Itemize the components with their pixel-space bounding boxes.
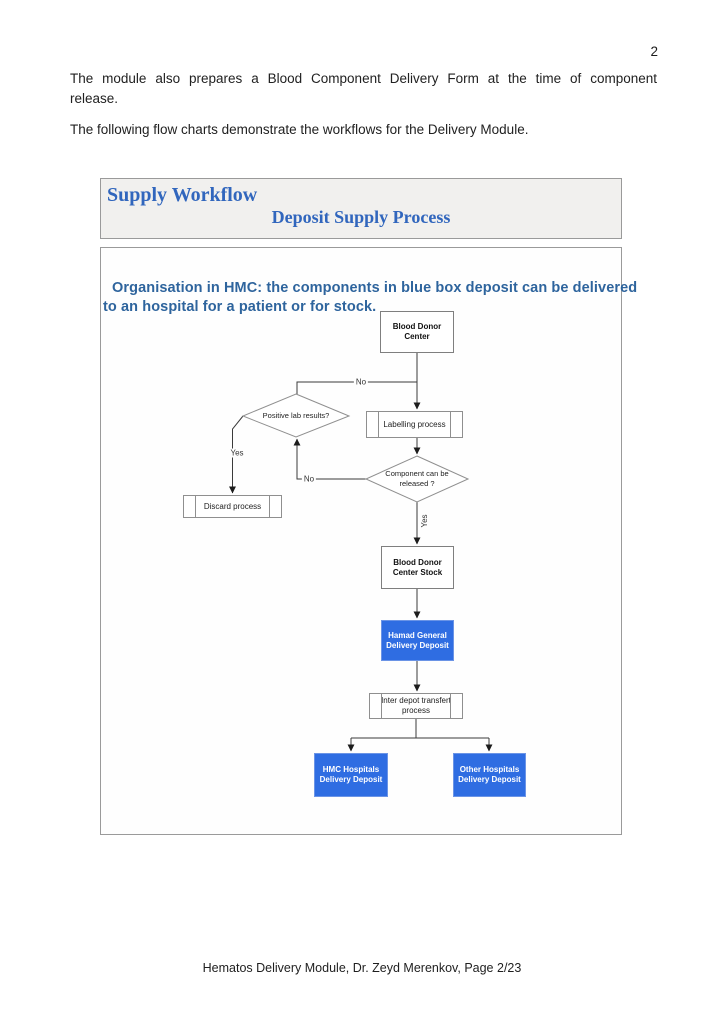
edge-component-no-loop	[293, 438, 366, 480]
diamond-component-released	[364, 455, 470, 503]
edge-label-yes-discard: Yes	[228, 448, 246, 458]
node-labelling-process: Labelling process	[366, 411, 463, 438]
flowchart-connectors: Yes	[229, 353, 493, 752]
node-hamad-general-delivery-deposit: Hamad General Delivery Deposit	[381, 620, 454, 661]
paragraph-intro: The module also prepares a Blood Compone…	[70, 69, 657, 109]
paragraph-flowcharts: The following flow charts demonstrate th…	[70, 122, 529, 137]
node-discard-process: Discard process	[183, 495, 282, 518]
figure-subtitle: Deposit Supply Process	[271, 207, 451, 227]
edge-positive-no-to-main	[296, 381, 417, 394]
page-footer: Hematos Delivery Module, Dr. Zeyd Merenk…	[202, 961, 522, 975]
node-hmc-hospitals-delivery-deposit: HMC Hospitals Delivery Deposit	[314, 753, 388, 797]
flowchart-note-line1: Organisation in HMC: the components in b…	[112, 280, 638, 296]
edge-interdepot-split	[351, 719, 489, 739]
edge-label-no-top: No	[353, 377, 369, 387]
figure-title: Supply Workflow	[107, 184, 258, 206]
node-component-released-label: Component can be released ?	[385, 469, 449, 488]
edge-positive-yes-to-discard	[229, 415, 244, 494]
edge-label-no-loop: No	[301, 474, 317, 484]
flowchart-note-line2: to an hospital for a patient or for stoc…	[103, 299, 377, 315]
edge-label-yes-release: Yes	[420, 514, 429, 527]
node-positive-lab-results-label: Positive lab results?	[262, 410, 330, 420]
paragraph-intro-line1: The module also prepares a Blood Compone…	[70, 71, 657, 86]
node-inter-depot-transfert: Inter depot transfert process	[369, 693, 463, 719]
node-other-hospitals-delivery-deposit: Other Hospitals Delivery Deposit	[453, 753, 526, 797]
diamond-positive-lab-results	[241, 393, 351, 438]
flowchart-panel: Organisation in HMC: the components in b…	[100, 247, 637, 835]
figure-header-box: Supply Workflow Deposit Supply Process	[100, 178, 622, 239]
node-blood-donor-center: Blood Donor Center	[380, 311, 454, 353]
node-blood-donor-center-stock: Blood Donor Center Stock	[381, 546, 454, 589]
paragraph-intro-line2: release.	[70, 91, 119, 106]
page-number: 2	[650, 44, 658, 59]
